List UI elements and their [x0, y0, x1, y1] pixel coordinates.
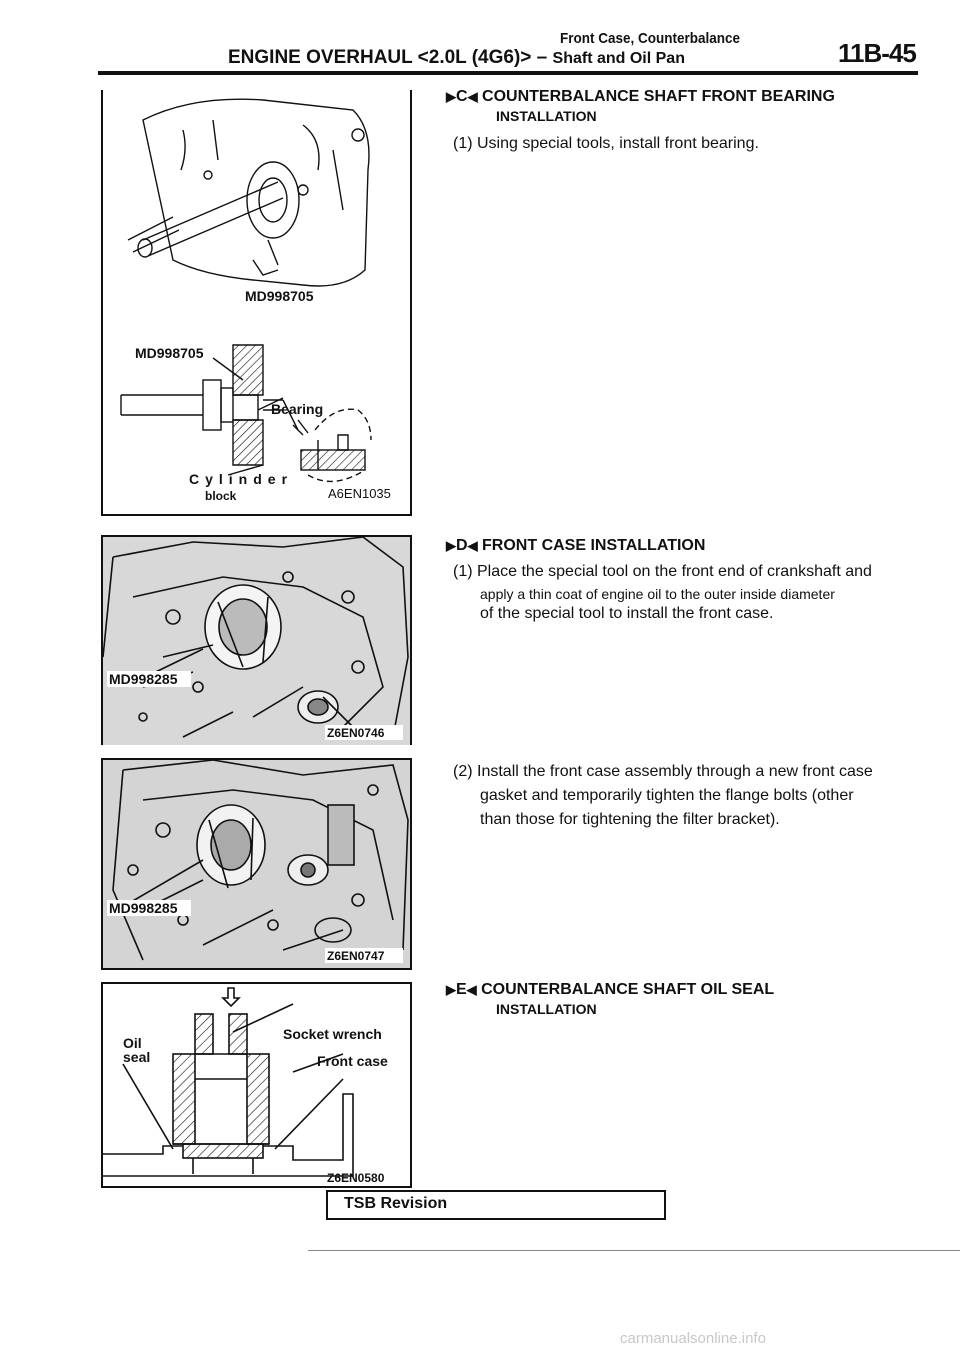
watermark: carmanualsonline.info [620, 1330, 766, 1347]
left-arrow-icon: ◀ [466, 982, 477, 997]
bottom-rule [308, 1250, 960, 1251]
front-case-photo-2: MD998285 Z6EN0747 [103, 760, 410, 968]
tsb-revision-box: TSB Revision [326, 1190, 666, 1220]
right-arrow-icon: ▶ [446, 89, 456, 104]
section-c-title: ▶C◀ COUNTERBALANCE SHAFT FRONT BEARING [446, 88, 835, 106]
figure-code-z6en0746: Z6EN0746 [327, 726, 385, 740]
figure-front-case-tool-2: MD998285 Z6EN0747 [101, 758, 412, 970]
header-rule [98, 71, 918, 75]
figure-front-case-tool-1: MD998285 Z6EN0746 [101, 535, 412, 745]
right-arrow-icon: ▶ [446, 982, 456, 997]
tsb-revision-label: TSB Revision [344, 1195, 448, 1212]
label-block: block [205, 489, 237, 503]
front-case-photo-1: MD998285 Z6EN0746 [103, 537, 410, 745]
right-arrow-icon: ▶ [446, 538, 456, 553]
figure-bearing-installation: MD998705 MD998705 Bearing Cylinder block… [101, 90, 412, 516]
header-subtitle-line1: Front Case, Counterbalance [560, 30, 741, 47]
section-c-heading: COUNTERBALANCE SHAFT FRONT BEARING [482, 88, 835, 105]
page-number: 11B-45 [838, 38, 917, 68]
section-d-step2-line1: (2) Install the front case assembly thro… [453, 763, 873, 780]
section-e-title: ▶E◀ COUNTERBALANCE SHAFT OIL SEAL [446, 981, 774, 999]
section-d-step1-line2: apply a thin coat of engine oil to the o… [480, 586, 835, 602]
left-arrow-icon: ◀ [467, 89, 478, 104]
label-seal: seal [123, 1049, 150, 1065]
label-tool-top: MD998705 [245, 288, 314, 304]
header-title: ENGINE OVERHAUL <2.0L (4G6)> – Shaft and… [228, 47, 685, 69]
section-d-step1-line3: of the special tool to install the front… [480, 605, 774, 622]
section-d-heading: FRONT CASE INSTALLATION [482, 537, 706, 554]
section-d-title: ▶D◀ FRONT CASE INSTALLATION [446, 537, 705, 555]
bearing-illustration: MD998705 MD998705 Bearing Cylinder block… [120, 98, 391, 503]
label-bearing: Bearing [271, 401, 323, 417]
figure-code-z6en0747: Z6EN0747 [327, 949, 385, 963]
figure-code-a6en1035: A6EN1035 [328, 486, 391, 501]
section-c-marker: C [456, 88, 468, 105]
label-front-case: Front case [317, 1053, 388, 1069]
section-d-step2-line3: than those for tightening the filter bra… [480, 811, 780, 828]
section-e-subtitle: INSTALLATION [496, 1001, 597, 1017]
oil-seal-illustration: Socket wrench Oil seal Front case Z6EN05… [103, 987, 388, 1185]
header-subtitle-line2: Shaft and Oil Pan [552, 50, 685, 67]
section-d-marker: D [456, 537, 468, 554]
section-d-step2-line2: gasket and temporarily tighten the flang… [480, 787, 854, 804]
label-tool-side: MD998705 [135, 345, 204, 361]
section-c-subtitle: INSTALLATION [496, 108, 597, 124]
figure-oil-seal-installation: Socket wrench Oil seal Front case Z6EN05… [101, 982, 412, 1188]
figure-code-z6en0580: Z6EN0580 [327, 1171, 385, 1185]
header-title-text: ENGINE OVERHAUL <2.0L (4G6)> – [228, 47, 548, 68]
section-c-step1: (1) Using special tools, install front b… [453, 135, 759, 152]
label-socket-wrench: Socket wrench [283, 1026, 382, 1042]
section-e-marker: E [456, 981, 467, 998]
label-cylinder: Cylinder [189, 471, 293, 487]
left-arrow-icon: ◀ [467, 538, 478, 553]
label-tool: MD998285 [109, 900, 178, 916]
section-e-heading: COUNTERBALANCE SHAFT OIL SEAL [481, 981, 775, 998]
label-oil: Oil [123, 1035, 142, 1051]
section-d-step1-line1: (1) Place the special tool on the front … [453, 563, 872, 580]
label-tool: MD998285 [109, 671, 178, 687]
